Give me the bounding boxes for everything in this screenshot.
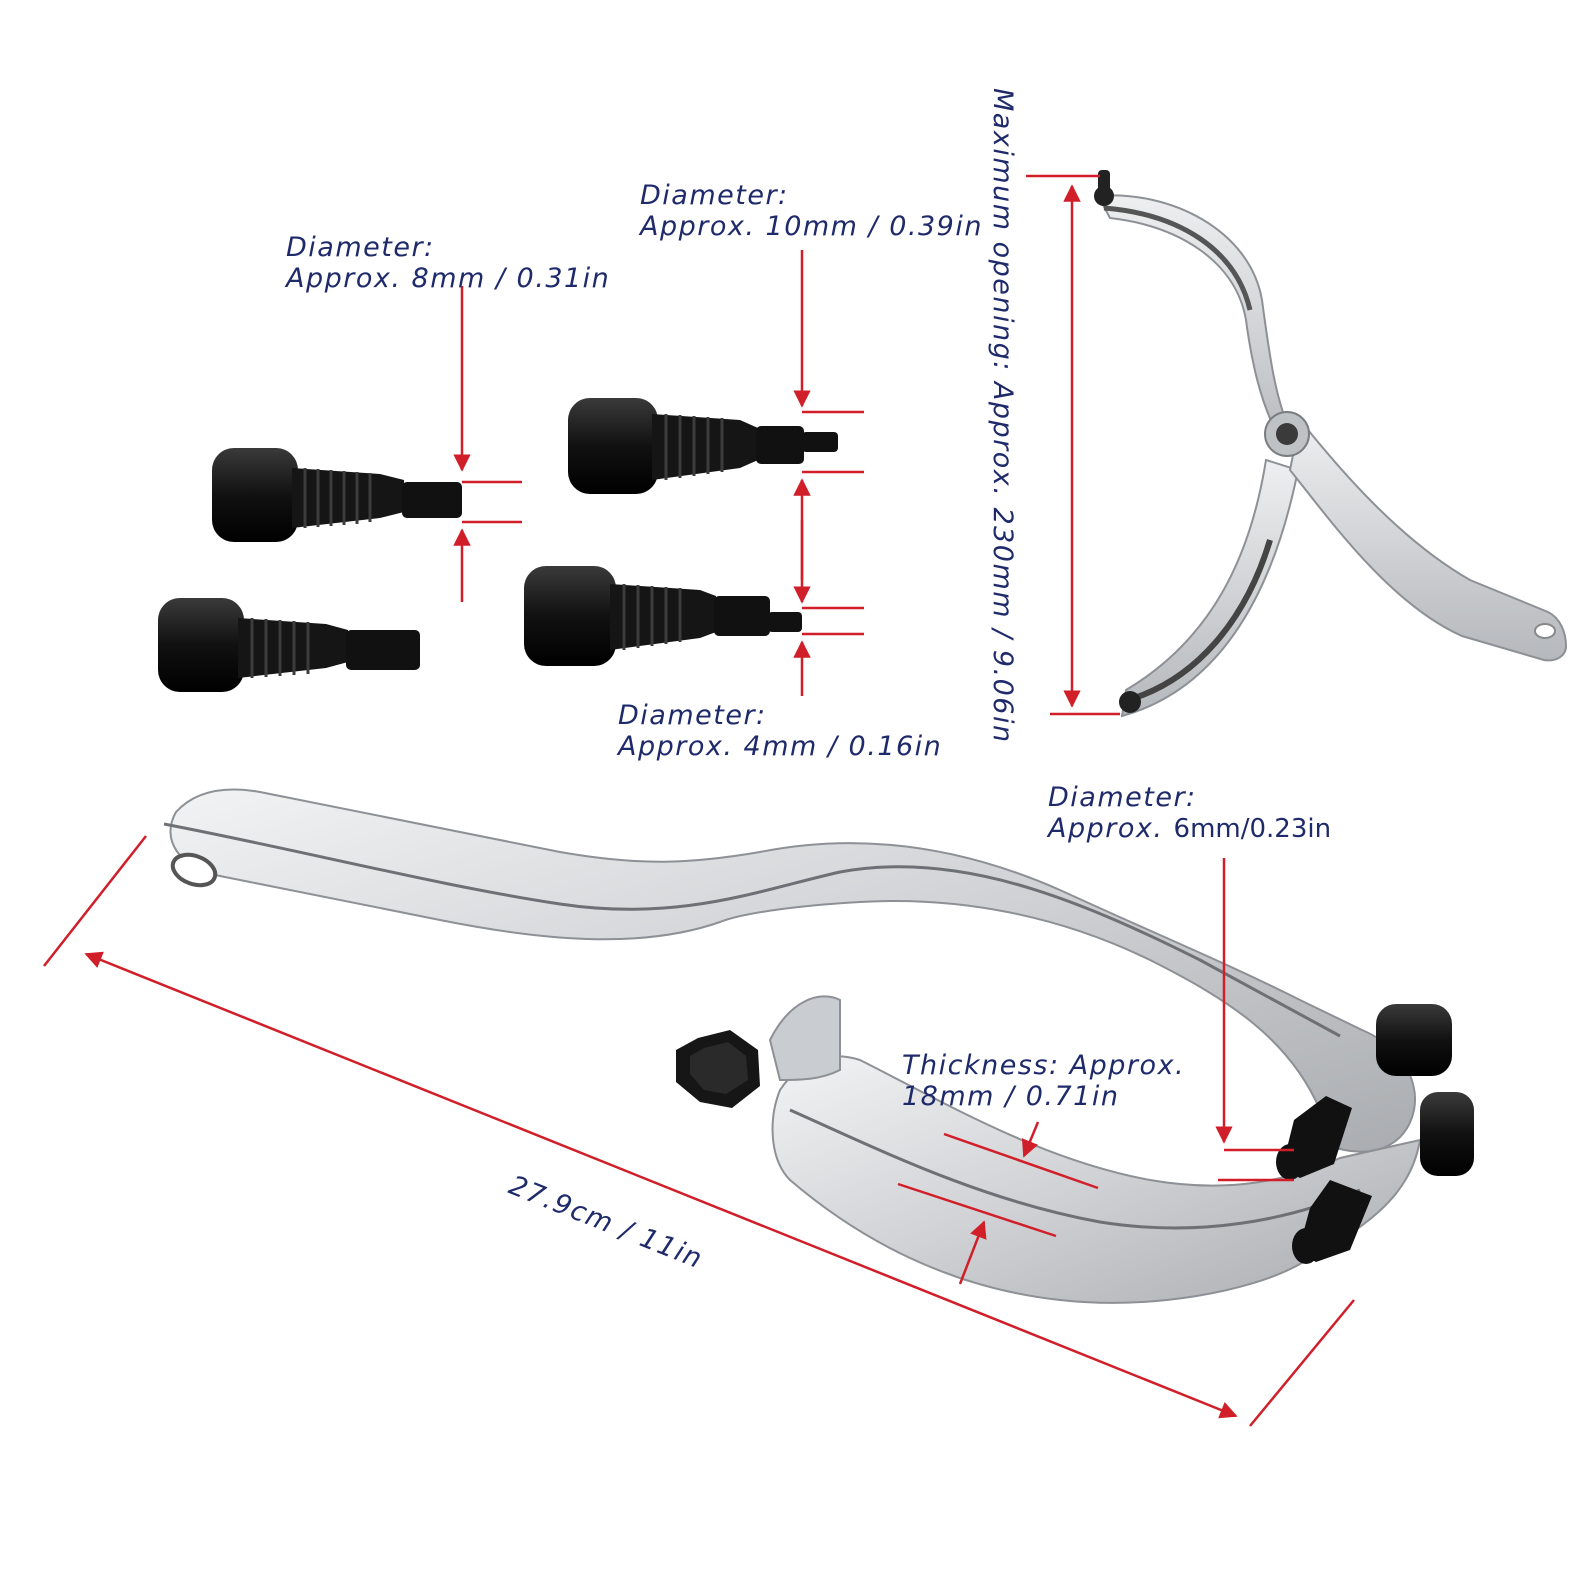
label-pin-8mm: Diameter: Approx. 8mm / 0.31in bbox=[286, 232, 610, 294]
label-pin-8mm-value: Approx. 8mm / 0.31in bbox=[286, 263, 611, 294]
label-pin-4mm-value: Approx. 4mm / 0.16in bbox=[618, 731, 943, 762]
pin-8mm-top bbox=[212, 448, 462, 542]
label-thickness-line2: 18mm / 0.71in bbox=[902, 1081, 1120, 1112]
label-pin-6mm-title: Diameter: bbox=[1048, 782, 1197, 813]
label-pin-8mm-title: Diameter: bbox=[286, 232, 435, 263]
label-pin-4mm-title: Diameter: bbox=[618, 700, 767, 731]
label-pin-10mm-value: Approx. 10mm / 0.39in bbox=[640, 211, 983, 242]
label-thickness-line1: Thickness: Approx. bbox=[902, 1050, 1186, 1081]
dimension-lines bbox=[43, 174, 1355, 1427]
label-pin-4mm: Diameter: Approx. 4mm / 0.16in bbox=[618, 700, 942, 762]
wrench-open-view bbox=[1094, 170, 1568, 718]
wrench-tip-pin-rear bbox=[1276, 1004, 1452, 1180]
label-pin-6mm: Diameter: Approx. 6mm/0.23in bbox=[1048, 782, 1331, 845]
label-pin-6mm-value: 6mm/0.23in bbox=[1173, 814, 1332, 844]
pin-10mm-4mm-top bbox=[568, 398, 838, 494]
label-pin-10mm: Diameter: Approx. 10mm / 0.39in bbox=[640, 180, 983, 242]
wrench-main-view bbox=[163, 788, 1474, 1304]
label-max-opening: Maximum opening: Approx. 230mm / 9.06in bbox=[987, 88, 1018, 744]
label-thickness: Thickness: Approx. 18mm / 0.71in bbox=[902, 1050, 1185, 1112]
pin-10mm-4mm-bottom bbox=[524, 566, 802, 666]
label-pin-10mm-title: Diameter: bbox=[640, 180, 789, 211]
wrench-tip-pin-front bbox=[1292, 1092, 1474, 1264]
pin-8mm-bottom bbox=[158, 598, 420, 692]
label-pin-6mm-prefix: Approx. bbox=[1048, 813, 1164, 844]
